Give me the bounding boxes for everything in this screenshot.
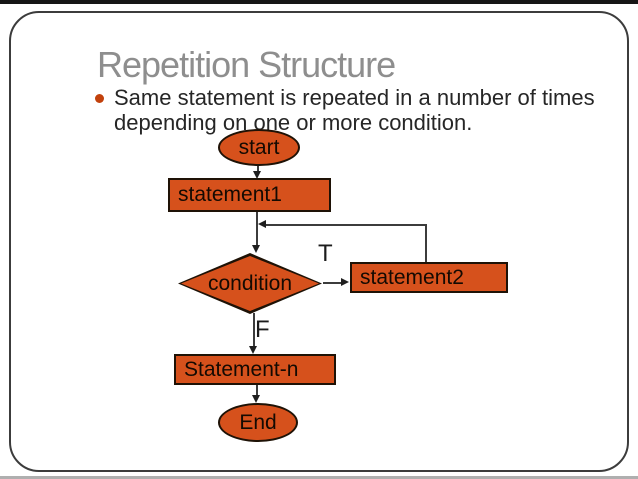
loopback-vertical-line: [425, 224, 427, 262]
bullet-line-2: depending on one or more condition.: [114, 110, 473, 135]
flowchart-node-condition: condition: [178, 253, 322, 314]
condition-label: condition: [207, 271, 293, 295]
statement1-label: statement1: [178, 183, 282, 206]
arrowhead-condition-to-statement-n-icon: [249, 346, 257, 354]
end-label: End: [239, 410, 277, 434]
flowchart-node-end: End: [218, 403, 298, 442]
loopback-horizontal-line: [262, 224, 426, 226]
arrowhead-statement1-to-condition-icon: [252, 245, 260, 253]
flowchart-node-start: start: [218, 129, 300, 166]
slide-frame: Repetition Structure Same statement is r…: [9, 11, 629, 472]
bullet-text: Same statement is repeated in a number o…: [114, 85, 595, 135]
flowchart-node-statement1: statement1: [168, 178, 331, 212]
statement-n-label: Statement-n: [184, 357, 299, 381]
statement2-label: statement2: [360, 265, 464, 289]
bullet-item: Same statement is repeated in a number o…: [95, 85, 638, 135]
flowchart-node-statement-n: Statement-n: [174, 354, 336, 385]
connector-condition-to-statement-n: [253, 313, 255, 347]
connector-statement-n-to-end: [256, 385, 258, 396]
connector-start-to-statement1: [257, 166, 259, 172]
arrowhead-statement-n-to-end-icon: [252, 395, 260, 403]
bullet-icon: [95, 94, 104, 103]
flowchart-node-statement2: statement2: [350, 262, 508, 293]
bullet-line-1: Same statement is repeated in a number o…: [114, 85, 595, 110]
bottom-edge-artifact: [0, 476, 638, 479]
start-label: start: [238, 135, 280, 159]
slide-title: Repetition Structure: [97, 44, 396, 85]
connector-statement1-to-condition: [256, 212, 258, 247]
arrowhead-condition-to-statement2-icon: [341, 278, 349, 286]
connector-condition-to-statement2: [323, 282, 343, 284]
true-branch-label: T: [318, 240, 333, 267]
top-edge-artifact: [0, 0, 638, 4]
false-branch-label: F: [255, 316, 270, 343]
arrowhead-loopback-icon: [258, 220, 266, 228]
arrowhead-start-to-statement1-icon: [253, 171, 261, 179]
